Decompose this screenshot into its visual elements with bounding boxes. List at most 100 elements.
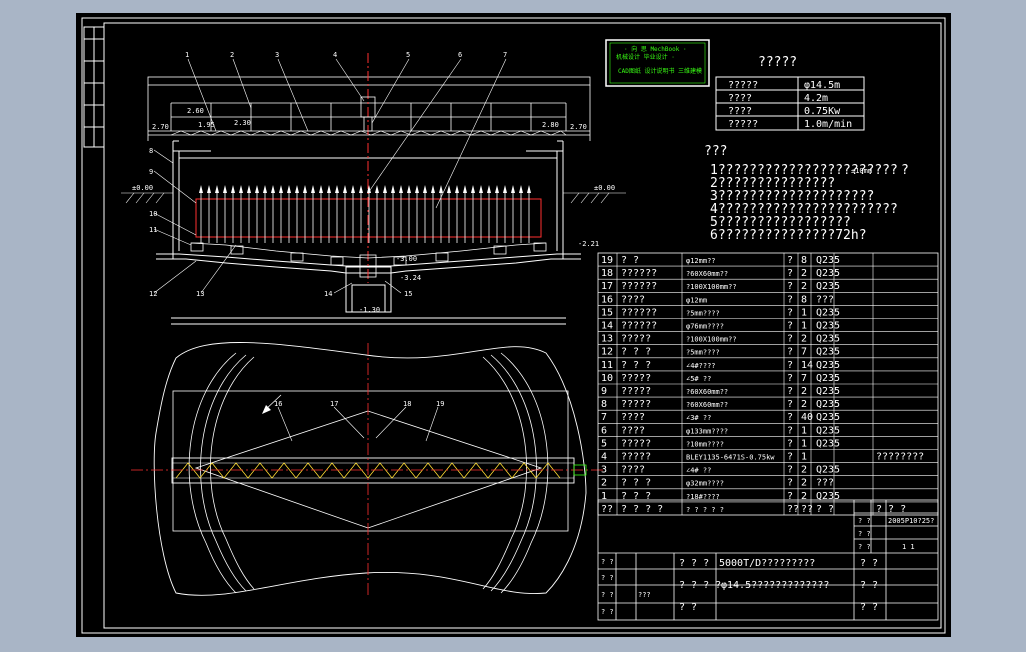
bom-cell-spec: ?60X60mm?? bbox=[686, 401, 728, 409]
elevation-mark: 2.70 bbox=[570, 123, 587, 131]
bom-cell-q1: ? bbox=[787, 373, 793, 384]
picket-tip bbox=[263, 185, 267, 193]
callout-number: 14 bbox=[324, 290, 332, 298]
tb-drawing-title: 5000T/D????????? bbox=[719, 558, 815, 569]
picket-tip bbox=[487, 185, 491, 193]
note-line: 4??????????????????????? bbox=[710, 202, 898, 217]
bom-cell-qty: 14 bbox=[801, 360, 813, 371]
bom-cell-note: ? ? ? bbox=[876, 504, 906, 515]
bom-cell-spec: ?60X60mm?? bbox=[686, 270, 728, 278]
elevation-mark: ±0.00 bbox=[594, 184, 615, 192]
title-block: ? ? 2005P10?25? ? ? ? ? 1 1 ? ? ? 5000T/… bbox=[597, 499, 939, 621]
elevation-mark: -2.21 bbox=[578, 240, 599, 248]
note-extra-q: ? bbox=[901, 163, 909, 178]
bom-cell-mat: Q235 bbox=[816, 373, 840, 384]
bom-cell-no: 19 bbox=[601, 255, 613, 266]
bom-cell-no: 16 bbox=[601, 294, 613, 305]
bom-cell-q1: ? bbox=[787, 399, 793, 410]
elevation-mark: ±0.00 bbox=[132, 184, 153, 192]
picket-tip bbox=[415, 185, 419, 193]
picket-tip bbox=[439, 185, 443, 193]
bom-cell-q1: ? bbox=[787, 491, 793, 502]
bom-cell-spec: φ133mm???? bbox=[686, 427, 728, 435]
tb-left-row: ? ? bbox=[601, 591, 614, 599]
picket-tip bbox=[287, 185, 291, 193]
bom-cell-qty: 2 bbox=[801, 281, 807, 292]
tb-pages-label: ? ? bbox=[858, 543, 871, 551]
bom-cell-name: ???? bbox=[621, 465, 645, 476]
picket-tip bbox=[447, 185, 451, 193]
bom-cell-no: 10 bbox=[601, 373, 613, 384]
bom-cell-name: ???? bbox=[621, 294, 645, 305]
bom-cell-qty: 2 bbox=[801, 491, 807, 502]
bom-cell-name: ? ? bbox=[621, 255, 639, 266]
bom-cell-mat: ? ? bbox=[816, 504, 834, 515]
bom-cell-spec: ?60X60mm?? bbox=[686, 388, 728, 396]
bom-cell-name: ? ? ? bbox=[621, 478, 651, 489]
bom-cell-name: ????? bbox=[621, 386, 651, 397]
picket-tip bbox=[327, 185, 331, 193]
picket-tip bbox=[343, 185, 347, 193]
bom-cell-name: ?????? bbox=[621, 281, 657, 292]
picket-tip bbox=[399, 185, 403, 193]
stamp-line1: · 向 思 MechBook · bbox=[624, 45, 687, 53]
bom-cell-spec: BLEY1135-6471S-0.75kw bbox=[686, 454, 775, 462]
elevation-section-view: 1 2 3 4 5 6 7 8 9 10 11 12 13 14 15 2.60… bbox=[121, 51, 626, 325]
picket-tip bbox=[223, 185, 227, 193]
tb-left-row: ? ? bbox=[601, 574, 614, 582]
bom-cell-qty: 2 bbox=[801, 478, 807, 489]
plan-view: 16 17 18 19 bbox=[131, 342, 606, 598]
note-line: 2??????????????? bbox=[710, 176, 835, 191]
tb-scale-label: ? ? bbox=[858, 517, 871, 525]
bom-cell-no: 8 bbox=[601, 399, 607, 410]
picket-tip bbox=[455, 185, 459, 193]
bom-cell-mat: Q235 bbox=[816, 491, 840, 502]
bom-cell-qty: 1 bbox=[801, 321, 807, 332]
bom-cell-no: 9 bbox=[601, 386, 607, 397]
bom-cell-spec: φ76mm???? bbox=[686, 323, 724, 331]
note-line: 6???????????????72h? bbox=[710, 228, 867, 243]
stamp-box: · 向 思 MechBook · 机械设计 毕业设计 · CAD图纸 设计说明书… bbox=[605, 39, 710, 87]
note-tolerance: ±10mm bbox=[851, 167, 872, 175]
bom-cell-no: 4 bbox=[601, 452, 607, 463]
bom-cell-name: ? ? ? bbox=[621, 491, 651, 502]
bom-cell-no: 2 bbox=[601, 478, 607, 489]
bom-cell-q1: ? bbox=[787, 452, 793, 463]
bom-cell-q1: ? bbox=[787, 334, 793, 345]
tb-left-row: ? ? bbox=[601, 558, 614, 566]
bom-cell-q1: ? bbox=[787, 347, 793, 358]
bom-cell-spec: φ12mm bbox=[686, 296, 707, 304]
tb-sheet-value: 1 1 bbox=[902, 543, 915, 551]
tb-scale-value: 2005P10?25? bbox=[888, 517, 934, 525]
bom-cell-q1: ? bbox=[787, 255, 793, 266]
bom-cell-q1: ? bbox=[787, 321, 793, 332]
picket-tip bbox=[207, 185, 211, 193]
bom-cell-note: ???????? bbox=[876, 452, 924, 463]
bom-cell-mat: Q235 bbox=[816, 386, 840, 397]
notes-title: ??? bbox=[704, 144, 727, 159]
plan-callout: 16 bbox=[274, 400, 282, 408]
plan-callout: 18 bbox=[403, 400, 411, 408]
elevation-mark: -3.00 bbox=[396, 255, 417, 263]
bom-cell-q1: ? bbox=[787, 268, 793, 279]
bom-cell-spec: ?100X100mm?? bbox=[686, 336, 737, 344]
bom-cell-name: ?????? bbox=[621, 307, 657, 318]
bom-cell-spec: ? ? ? ? ? bbox=[686, 506, 724, 514]
outer-border bbox=[81, 17, 946, 634]
picket-tip bbox=[319, 185, 323, 193]
bom-cell-name: ???? bbox=[621, 412, 645, 423]
param-name: ???? bbox=[728, 106, 752, 117]
picket-tip bbox=[479, 185, 483, 193]
picket-tip bbox=[295, 185, 299, 193]
bom-cell-qty: 1 bbox=[801, 452, 807, 463]
picket-tip bbox=[519, 185, 523, 193]
callout-number: 13 bbox=[196, 290, 204, 298]
bom-cell-q1: ? bbox=[787, 438, 793, 449]
elevation-mark: 2.60 bbox=[187, 107, 204, 115]
bom-cell-qty: 1 bbox=[801, 307, 807, 318]
picket-tip bbox=[503, 185, 507, 193]
bom-cell-q1: ? bbox=[787, 425, 793, 436]
params-title: ????? bbox=[758, 55, 797, 70]
picket-tip bbox=[351, 185, 355, 193]
picket-tip bbox=[231, 185, 235, 193]
